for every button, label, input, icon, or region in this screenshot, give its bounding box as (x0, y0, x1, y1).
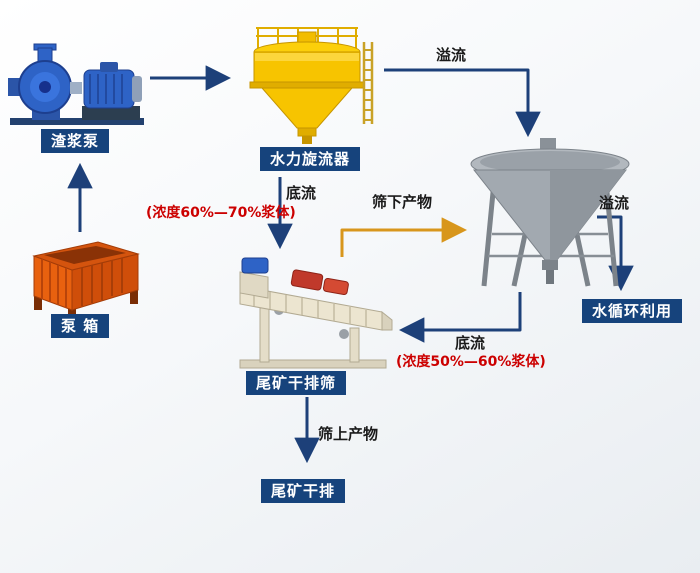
box-interior (44, 246, 126, 264)
hydrocyclone-drawing (249, 27, 374, 144)
flow-thickener-overflow: 溢流 (599, 194, 630, 212)
slurry-pump-drawing (8, 43, 144, 125)
label-hydrocyclone: 水力旋流器 (260, 147, 361, 171)
screen-discharge-lip (381, 310, 393, 331)
thickener-discharge (546, 270, 554, 284)
label-water-recycle: 水循环利用 (582, 299, 683, 323)
flow-cyclone-overflow: 溢流 (436, 46, 467, 64)
thickener-legs (481, 181, 619, 287)
thickener-drawing (470, 138, 630, 287)
slurry-pump-image (6, 40, 148, 128)
pump-coupling (70, 82, 82, 94)
thickener-cone-image (464, 138, 636, 292)
screen-feed-box (239, 271, 269, 299)
flow-screen-oversize: 筛上产物 (318, 425, 379, 443)
pump-box-drawing (32, 241, 140, 316)
label-dewatering-screen: 尾矿干排筛 (246, 371, 347, 395)
label-pump-box: 泵 箱 (51, 314, 110, 338)
dewatering-screen-image (234, 250, 394, 372)
screen-base (239, 359, 387, 369)
flow-cyclone-underflow: 底流 (286, 184, 317, 202)
cyclone-spigot (302, 136, 312, 144)
thickener-feed (540, 138, 556, 150)
screen-vibrator-red (322, 277, 349, 296)
arrow-thickener-underflow-to-screen (398, 292, 522, 343)
screen-spring (339, 329, 349, 339)
flow-thickener-underflow: 底流 (455, 334, 486, 352)
dewatering-screen-drawing (239, 257, 393, 369)
pump-box-image (30, 234, 144, 316)
cyclone-ladder (362, 42, 374, 124)
screen-motor-blue (241, 257, 269, 274)
label-slurry-pump: 渣浆泵 (41, 129, 110, 153)
flow-screen-undersize: 筛下产物 (372, 193, 433, 211)
pump-motor (83, 69, 135, 109)
arrow-cyclone-overflow-to-thickener (384, 68, 541, 138)
screen-vibrator-red (290, 269, 324, 291)
note-thickener-underflow-concentration: (浓度50%—60%浆体) (396, 354, 546, 370)
pump-base (10, 118, 144, 125)
hydrocyclone-image (236, 20, 378, 146)
label-tailings-dry-discharge: 尾矿干排 (261, 479, 346, 503)
note-cyclone-underflow-concentration: (浓度60%—70%浆体) (146, 205, 296, 221)
cyclone-cone (260, 87, 354, 129)
